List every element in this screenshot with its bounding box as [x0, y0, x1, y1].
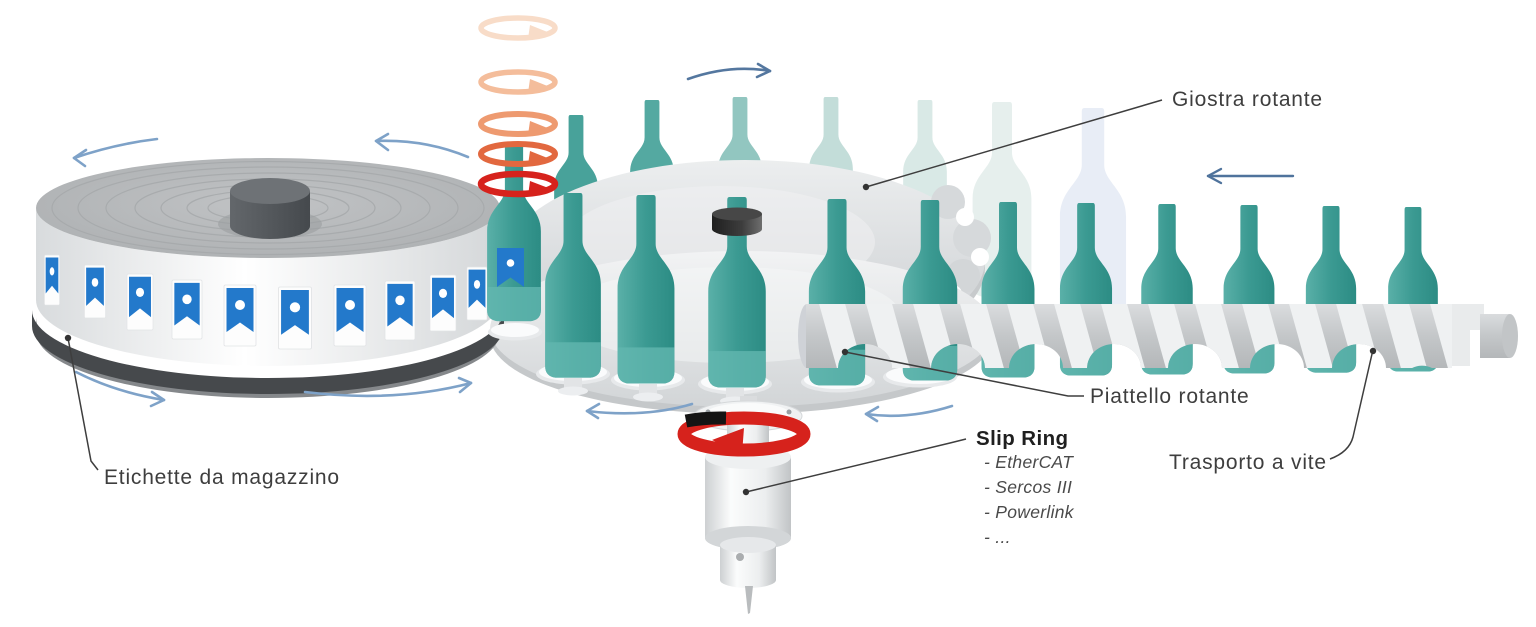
roll-rotation-arrow-top-left: [72, 137, 159, 168]
capped-bottle: [708, 197, 766, 388]
screw-worm: [806, 304, 1518, 368]
bottle-spin-arrow-stack: [477, 15, 559, 198]
callout-slip-ring-title: Slip Ring: [976, 427, 1069, 450]
slip-ring-rotation-arrow: [677, 411, 811, 457]
conveyor-bottles: [981, 202, 1438, 378]
conveyor-direction-arrow: [1206, 167, 1295, 185]
roll-base-ring: [32, 310, 504, 394]
carousel-front-bottles: [545, 193, 958, 388]
callout-giostra-rotante: Giostra rotante: [1172, 88, 1323, 111]
carousel-rotation-arrow-bottom-left: [585, 402, 694, 420]
fieldbus-item-powerlink: - Powerlink: [984, 502, 1074, 522]
callout-piattello-rotante: Piattello rotante: [1090, 385, 1250, 408]
fieldbus-item-more: - ...: [984, 527, 1011, 547]
slip-ring-assembly: [677, 396, 811, 614]
capping-head: [712, 207, 762, 236]
labeling-station: [477, 15, 559, 341]
callout-trasporto-a-vite: Trasporto a vite: [1169, 451, 1327, 474]
roll-hub: [230, 178, 310, 239]
label-roll-magazine: [32, 158, 506, 398]
fieldbus-item-sercos: - Sercos III: [984, 477, 1073, 497]
slip-ring-pin: [745, 586, 753, 614]
applied-label: [497, 248, 524, 287]
slip-ring-body: [705, 445, 791, 614]
roll-rotation-arrow-bottom-right: [303, 376, 473, 398]
carousel-rotation-arrow-top: [686, 62, 772, 81]
callout-leader-lines: [64, 99, 1377, 496]
callout-etichette-da-magazzino: Etichette da magazzino: [104, 466, 340, 489]
slip-ring-fieldbus-list: - EtherCAT - Sercos III - Powerlink - ..…: [984, 450, 1074, 550]
carousel-rotation-arrow-bottom-right: [864, 404, 954, 423]
roll-rotation-arrow-bottom-left: [74, 370, 166, 408]
labeling-bottle: [487, 143, 541, 322]
roll-rotation-arrow-top-right: [374, 132, 470, 159]
fieldbus-item-ethercat: - EtherCAT: [984, 452, 1074, 472]
